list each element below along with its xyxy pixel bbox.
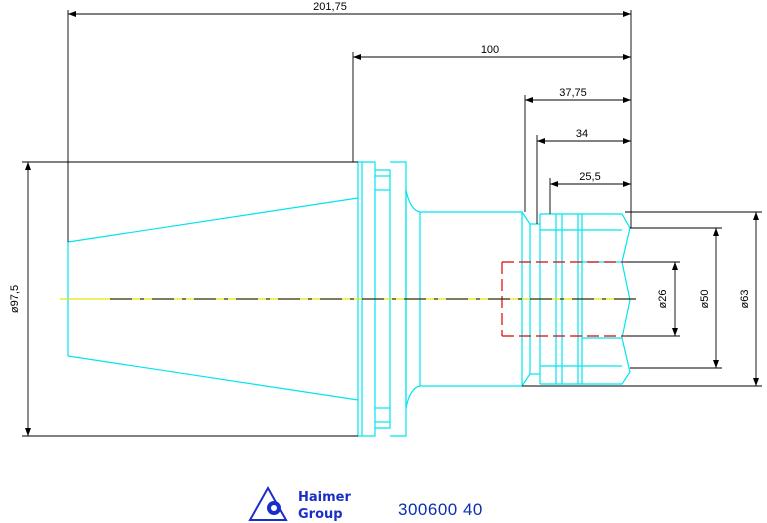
logo-line1: Haimer	[298, 490, 351, 505]
part-number: 300600 40	[398, 500, 483, 519]
dim-length-100: 100	[481, 44, 499, 56]
neck-fillet-bottom	[405, 385, 421, 409]
dimensions	[22, 10, 762, 437]
dim-overall-length: 201,75	[313, 1, 347, 13]
logo-triangle-icon	[248, 485, 288, 521]
dim-diameter-63: ø63	[739, 290, 751, 309]
dim-diameter-97-5: ø97,5	[9, 285, 21, 313]
dim-length-37-75: 37,75	[559, 87, 587, 99]
dim-length-34: 34	[576, 128, 588, 140]
taper-upper-edge	[67, 197, 359, 243]
dim-diameter-26: ø26	[657, 290, 669, 309]
dim-length-25-5: 25,5	[579, 171, 600, 183]
logo-line2: Group	[298, 507, 343, 522]
company-logo: Haimer Group	[248, 485, 351, 522]
taper-lower-edge	[67, 355, 359, 401]
dim-diameter-50: ø50	[699, 290, 711, 309]
neck-fillet-top	[405, 189, 421, 213]
arrowheads	[25, 11, 759, 436]
